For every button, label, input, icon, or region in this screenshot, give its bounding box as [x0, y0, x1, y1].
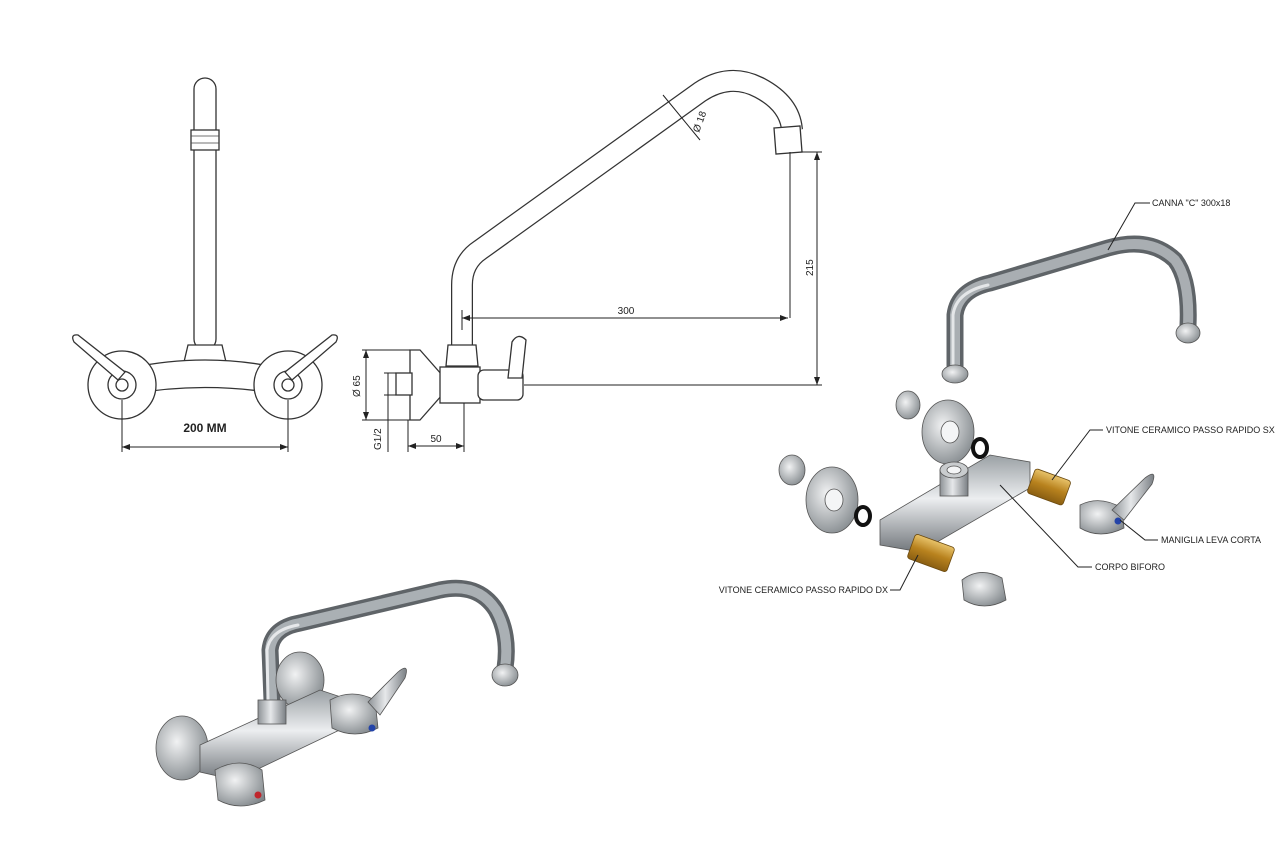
assembled-hot-dot	[254, 791, 262, 799]
assembled-lever-cold	[367, 667, 407, 716]
assembled-cold-dot	[368, 724, 376, 732]
exploded-cartridge-right	[907, 534, 955, 572]
front-lever-right	[284, 334, 338, 381]
cartridge-right-leader	[890, 554, 919, 591]
exploded-connector-lower	[778, 454, 806, 486]
side-reach-label: 300	[618, 306, 635, 317]
exploded-lower-cap	[961, 572, 1007, 607]
spout-label: CANNA "C" 300x18	[1152, 198, 1230, 208]
assembled-base-nut	[257, 699, 287, 725]
cartridge-left-leader	[1051, 429, 1103, 481]
exploded-view: CANNA "C" 300x18 VITONE CERAMICO PASSO R…	[719, 198, 1275, 607]
exploded-lever-handle	[1111, 473, 1155, 521]
assembled-view	[155, 579, 519, 807]
side-thread-label: G1/2	[373, 428, 384, 450]
lever-leader	[1119, 519, 1158, 541]
assembled-handle-cold	[329, 693, 379, 735]
cold-indicator-dot	[1114, 517, 1122, 525]
exploded-gasket-upper	[971, 437, 989, 459]
front-view: 200 MM	[72, 77, 338, 452]
front-spout	[193, 77, 217, 351]
spout-leader	[1107, 202, 1150, 251]
exploded-connector-upper	[895, 390, 921, 420]
side-pipe-diameter-label: Ø 18	[691, 109, 709, 134]
exploded-cartridge-left	[1027, 468, 1071, 506]
side-base-nut	[445, 344, 479, 367]
side-height-label: 215	[805, 259, 816, 276]
cartridge-right-label: VITONE CERAMICO PASSO RAPIDO DX	[719, 585, 888, 595]
front-spout-nut	[190, 129, 220, 151]
body-label: CORPO BIFORO	[1095, 562, 1165, 572]
side-body	[439, 366, 481, 404]
exploded-spout-tip	[1175, 322, 1201, 344]
exploded-gasket-lower	[854, 505, 872, 527]
side-connector	[395, 372, 413, 396]
side-offset-label: 50	[430, 434, 442, 445]
side-flange-label: Ø 65	[352, 375, 363, 397]
assembled-handle-hot	[214, 762, 266, 807]
side-spout-tip	[773, 125, 803, 155]
body-leader	[999, 484, 1092, 568]
front-lever-left	[72, 334, 126, 381]
exploded-spout-nut	[941, 364, 969, 384]
side-view: Ø 18 300 215 Ø 65 G1/2	[352, 69, 822, 452]
front-width-label: 200 MM	[183, 421, 226, 435]
side-pipe-diameter-leader	[662, 94, 701, 141]
cartridge-left-label: VITONE CERAMICO PASSO RAPIDO SX	[1106, 425, 1275, 435]
lever-label: MANIGLIA LEVA CORTA	[1161, 535, 1261, 545]
assembled-spout-tip	[491, 663, 519, 687]
side-flange	[409, 349, 443, 421]
side-lever	[507, 335, 527, 379]
